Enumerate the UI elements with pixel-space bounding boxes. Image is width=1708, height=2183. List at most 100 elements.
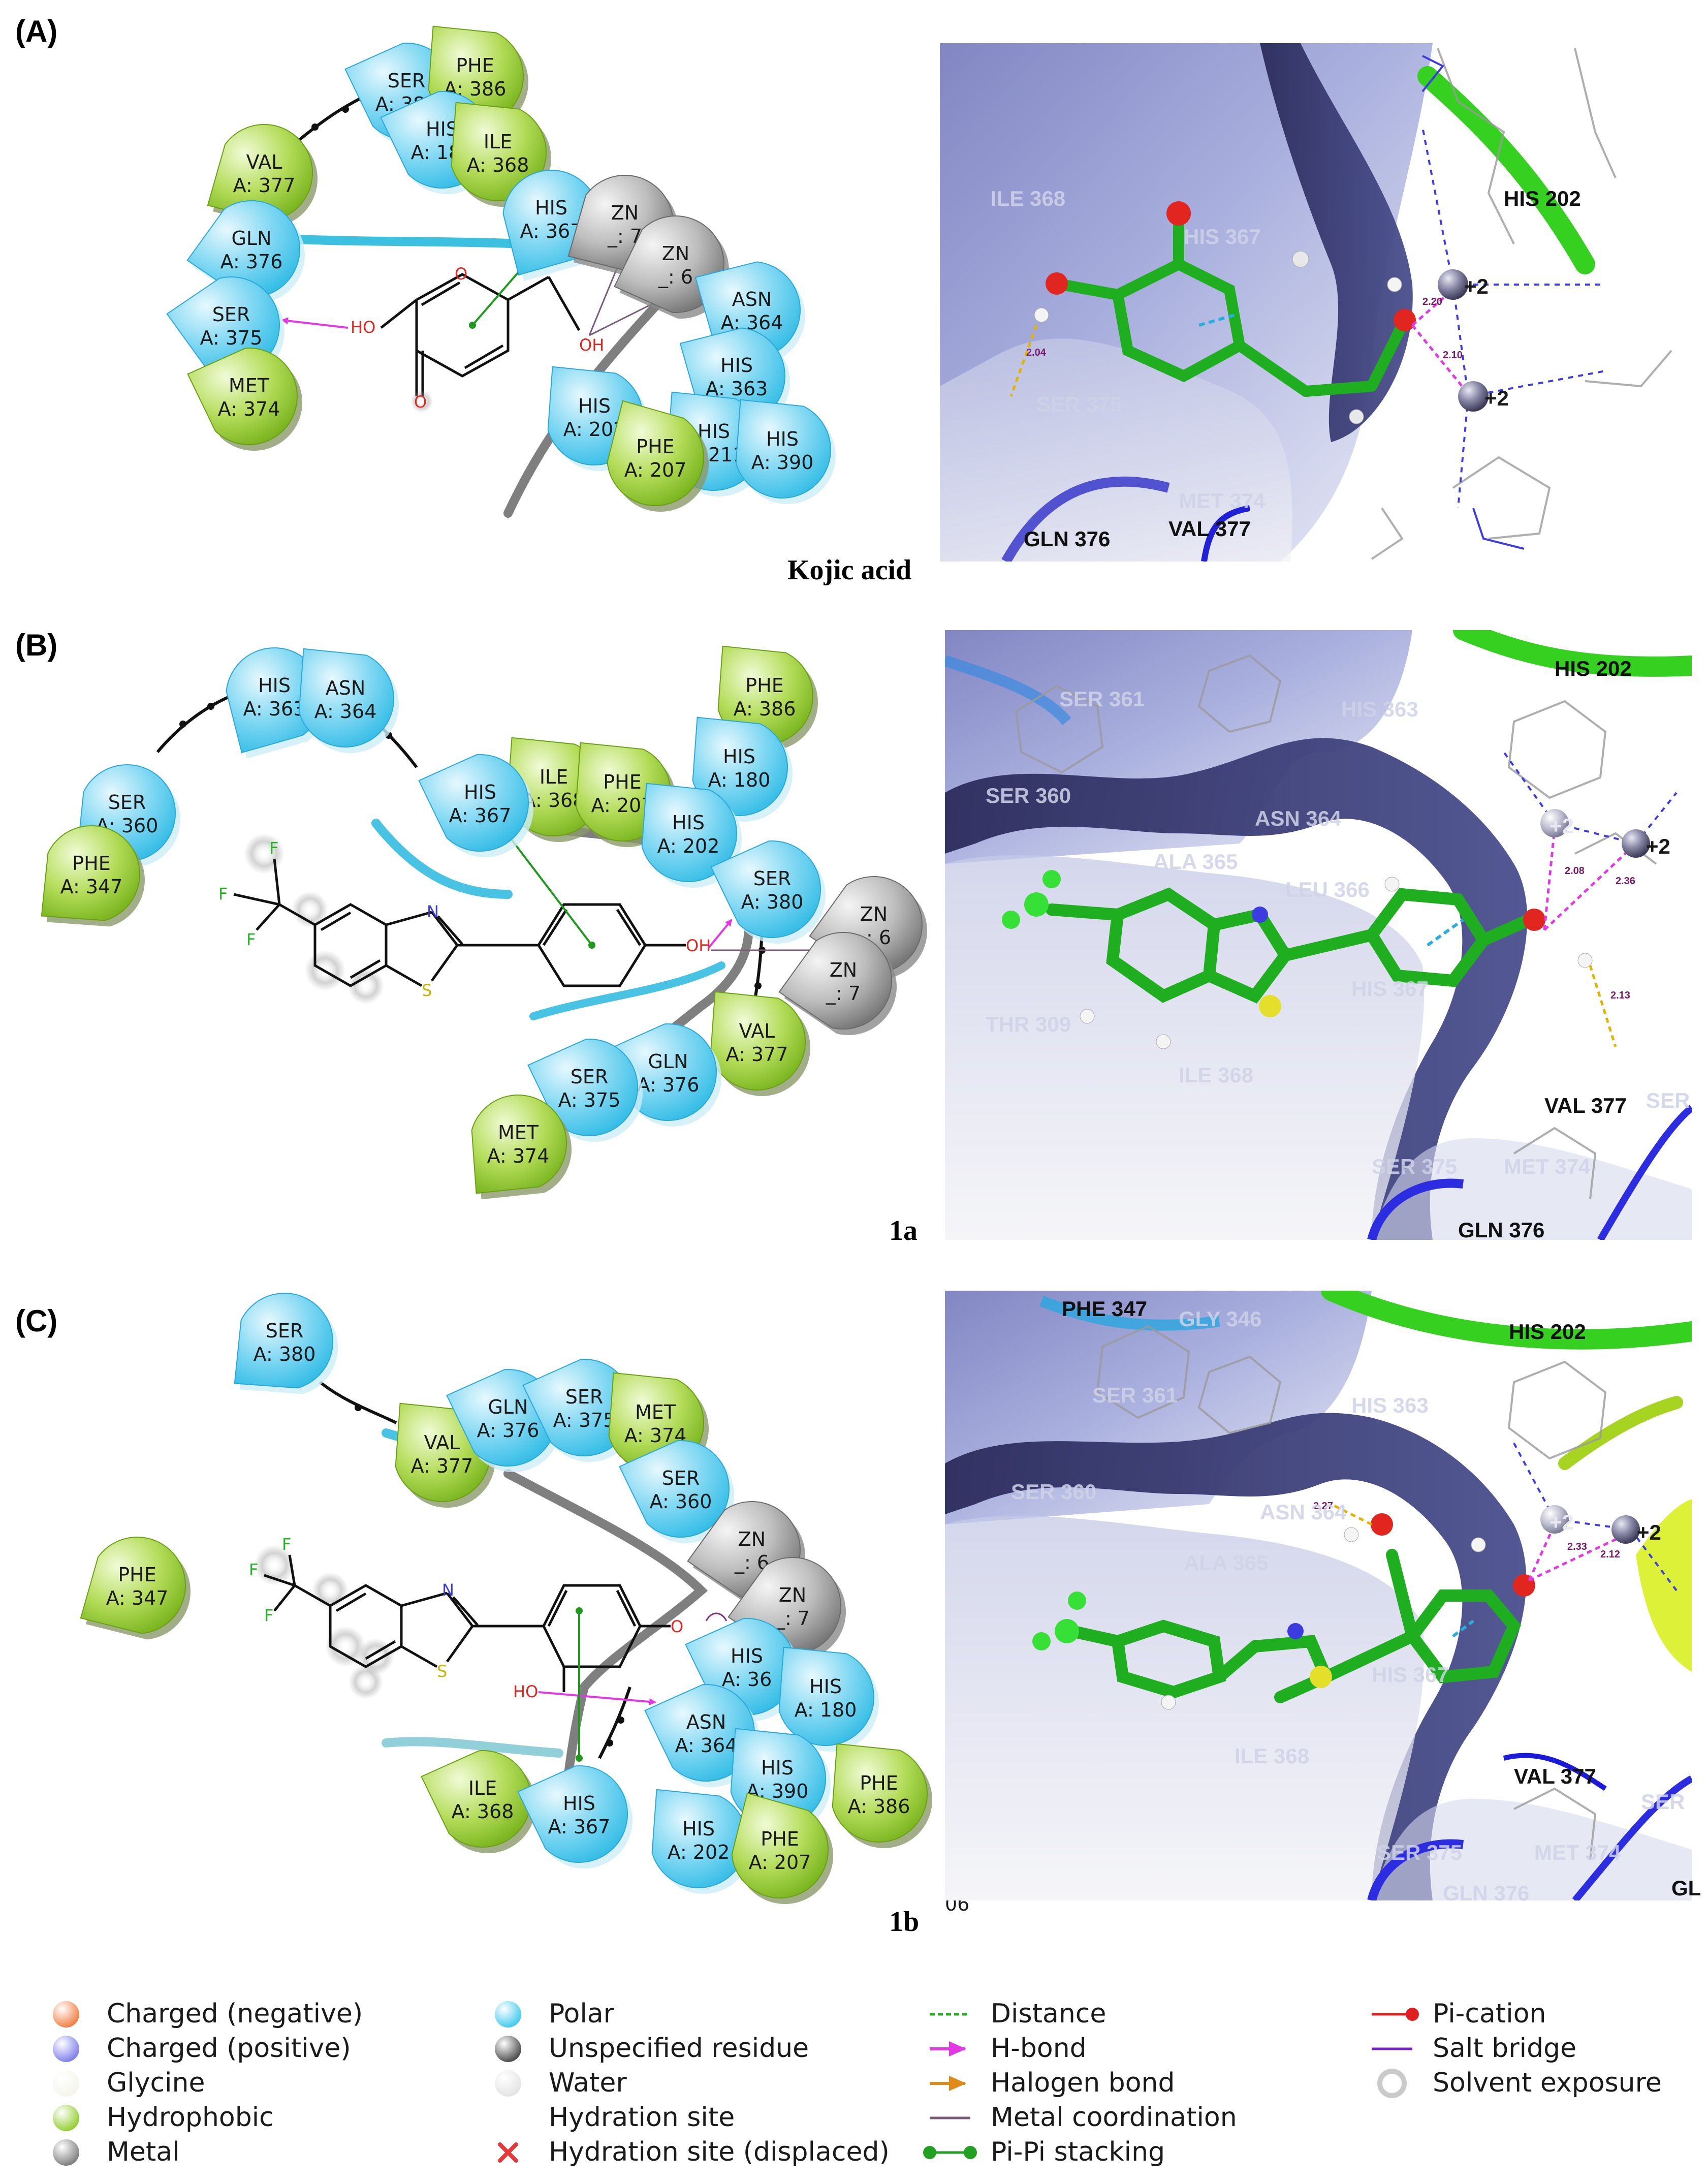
residue-number: A: 363 (243, 698, 306, 720)
residue-number: A: 377 (726, 1043, 788, 1066)
residue-name: HIS (682, 1818, 715, 1840)
residue-name: HIS (672, 812, 705, 834)
kojic-acid-structure (380, 273, 581, 396)
residue-name: HIS (766, 428, 799, 450)
legend-label: Hydration site (displaced) (549, 2137, 890, 2167)
fluorine-atom: F (282, 1535, 291, 1554)
residue-3d-label: MET 374 (1179, 489, 1266, 513)
legend-item: Pi-cation (1372, 1999, 1546, 2029)
residue-3d-label: LEU 366 (1285, 878, 1370, 901)
residue-3d-label: VAL 377 (1168, 517, 1251, 541)
legend-sphere-icon (53, 2001, 79, 2028)
hydroxyl-ho: HO (351, 318, 375, 337)
residue-3d-label: GLN 376 (1024, 527, 1110, 551)
residue-name: PHE (761, 1828, 799, 1850)
residue-3d-label: GLY 346 (1179, 1307, 1261, 1331)
residue-name: SER (108, 791, 146, 814)
legend-label: Glycine (107, 2068, 205, 2098)
legend-item: H-bond (930, 2033, 1087, 2064)
residue-number: _: 6 (658, 266, 693, 288)
legend-sphere-icon (53, 2070, 79, 2097)
residue-name: ASN (326, 677, 366, 699)
pocket-contour (503, 1469, 708, 1814)
sulfur-atom: S (422, 981, 432, 1000)
residue-3d-label: SER (1646, 1088, 1690, 1112)
residue-number: A: 376 (220, 251, 283, 273)
residue-3d-label: ASN 364 (1260, 1500, 1347, 1524)
residue-3d-label: VAL 377 (1514, 1764, 1596, 1788)
legend-item: Pi-Pi stacking (923, 2137, 1165, 2167)
legend-item: Solvent exposure (1377, 2068, 1662, 2098)
zn-ion-charge-2: +2 (1637, 1520, 1661, 1544)
distance-label: 2.27 (1313, 1501, 1333, 1512)
legend-label: H-bond (991, 2033, 1087, 2064)
compound-1b-structure: N S F F F O HO (249, 1535, 683, 1701)
residue-number: A: 375 (558, 1089, 621, 1111)
residue-name: ILE (484, 131, 512, 153)
residue-name: HIS (809, 1675, 842, 1698)
residue-name: HIS (761, 1757, 794, 1779)
metal-coord-zn6 (589, 299, 661, 336)
legend-sphere-icon (53, 2036, 79, 2062)
residue-name: PHE (860, 1772, 898, 1794)
fluorine-atom: F (264, 1606, 273, 1625)
panel-c-label: (C) (15, 1304, 57, 1338)
residue-3d-label: ALA 365 (1184, 1551, 1269, 1575)
residue-name: ZN (860, 903, 888, 925)
residue-name: ZN (738, 1528, 766, 1550)
zn-ion-charge-2: +2 (1646, 834, 1670, 858)
residue-name: HIS (535, 197, 567, 219)
phenolate-oxygen: O (671, 1617, 683, 1636)
keto-oxygen: O (414, 392, 427, 412)
hydroxyl-oh: OH (579, 335, 604, 355)
backbone-ribbon (382, 1737, 563, 1758)
residue-number: A: 207 (624, 459, 687, 481)
panel-a-caption: Kojic acid (787, 554, 911, 586)
residue-number: A: 368 (467, 154, 529, 176)
residue-zn7: ZN_: 7 (778, 932, 897, 1035)
residue-name: HIS (464, 781, 496, 803)
legend-label: Charged (negative) (107, 1999, 363, 2029)
h-bond-ser380 (708, 919, 733, 949)
legend-label: Hydrophobic (107, 2102, 274, 2133)
legend-label: Metal coordination (991, 2102, 1237, 2133)
legend-item: Hydrophobic (53, 2102, 274, 2133)
residue-number: A: 386 (848, 1795, 910, 1818)
residue-number: A: 347 (106, 1587, 169, 1609)
residue-3d-label: ILE 368 (1179, 1063, 1253, 1087)
residue-name: PHE (745, 674, 784, 697)
residue-3d-label: GLN 376 (1443, 1881, 1529, 1905)
legend-halo-icon (1377, 2069, 1407, 2098)
sulfur-atom: S (437, 1662, 447, 1681)
residue-number: A: 375 (200, 327, 263, 349)
residue-number: A: 380 (741, 891, 804, 913)
residue-3d-label: HIS 202 (1504, 186, 1581, 210)
residue-3d-label: ILE 368 (1235, 1744, 1309, 1768)
residue-name: VAL (739, 1020, 775, 1042)
distance-label: 2.10 (1443, 350, 1463, 361)
residue-name: PHE (118, 1564, 156, 1586)
residue-name: VAL (246, 151, 282, 173)
residue-name: HIS (426, 118, 458, 140)
residue-number: A: 367 (548, 1816, 611, 1838)
residue-number: A: 377 (411, 1455, 473, 1477)
legend-sphere-icon (495, 2001, 521, 2028)
residue-number: A: 347 (60, 876, 123, 898)
residue-name: SER (565, 1386, 604, 1408)
legend-label: Halogen bond (991, 2068, 1175, 2098)
